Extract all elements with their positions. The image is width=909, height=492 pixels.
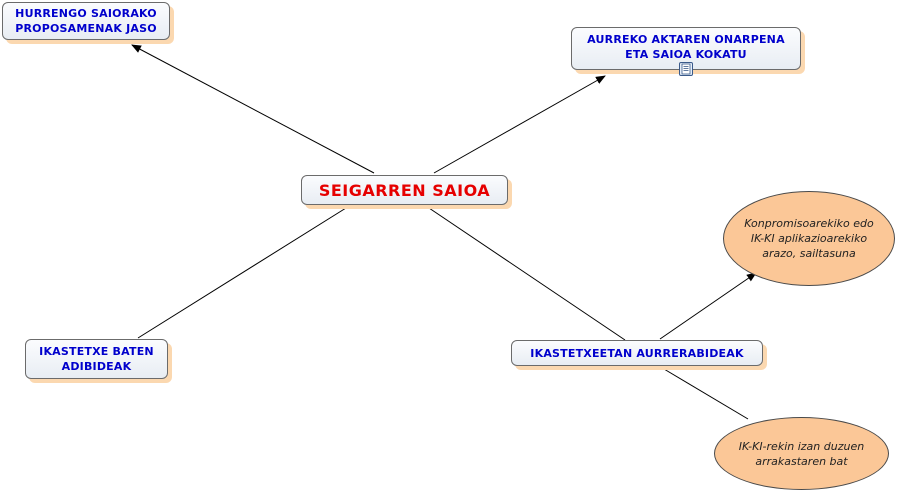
edge-central-to-school-progress bbox=[428, 207, 626, 341]
school-progress-node[interactable]: IKASTETXEETAN AURRERABIDEAK bbox=[511, 340, 763, 366]
success-note-ellipse[interactable]: IK-KI-rekin izan duzuen arrakastaren bat bbox=[714, 417, 889, 490]
central-concept-label: SEIGARREN SAIOA bbox=[318, 180, 491, 200]
success-note-label: IK-KI-rekin izan duzuen arrakastaren bat bbox=[738, 439, 865, 468]
edge-central-to-school-example bbox=[137, 207, 347, 339]
difficulty-note-ellipse[interactable]: Konpromisoarekiko edo IK-KI aplikazioare… bbox=[723, 191, 895, 286]
difficulty-note-label: Konpromisoarekiko edo IK-KI aplikazioare… bbox=[744, 217, 874, 260]
edge-central-to-previous-minutes bbox=[433, 75, 606, 174]
previous-minutes-node[interactable]: AURREKO AKTAREN ONARPENA ETA SAIOA KOKAT… bbox=[571, 27, 801, 70]
central-concept-node[interactable]: SEIGARREN SAIOA bbox=[301, 175, 508, 205]
edge-central-to-next-session bbox=[131, 44, 375, 174]
next-session-node[interactable]: HURRENGO SAIORAKO PROPOSAMENAK JASO bbox=[2, 2, 170, 40]
edge-progress-to-success bbox=[663, 368, 749, 420]
previous-minutes-label: AURREKO AKTAREN ONARPENA ETA SAIOA KOKAT… bbox=[587, 33, 785, 61]
school-example-node[interactable]: IKASTETXE BATEN ADIBIDEAK bbox=[25, 339, 168, 379]
document-icon[interactable] bbox=[679, 62, 693, 76]
edge-progress-to-difficulty bbox=[659, 272, 757, 340]
school-progress-label: IKASTETXEETAN AURRERABIDEAK bbox=[530, 346, 744, 360]
school-example-label: IKASTETXE BATEN ADIBIDEAK bbox=[39, 345, 154, 373]
next-session-label: HURRENGO SAIORAKO PROPOSAMENAK JASO bbox=[15, 7, 157, 35]
